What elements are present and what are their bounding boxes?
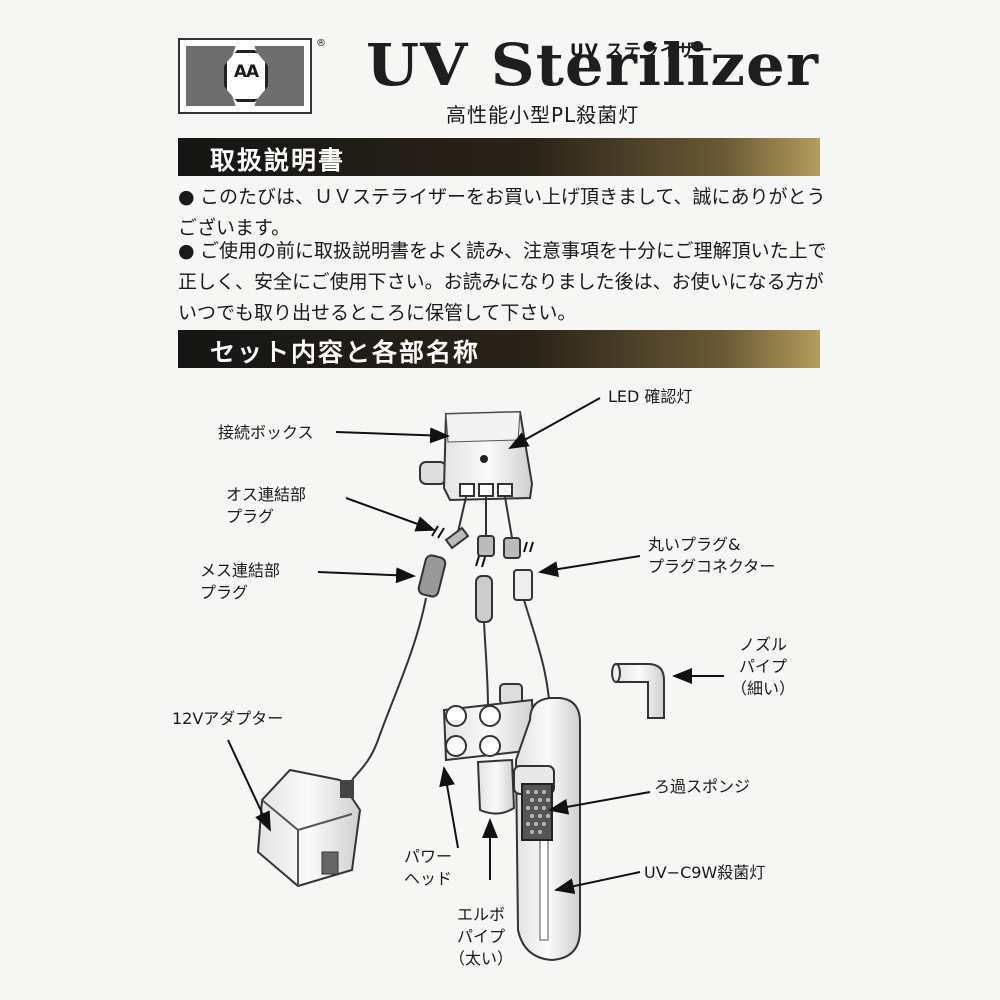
male-plug-shape (444, 526, 470, 550)
logo-octagon (224, 50, 268, 102)
section-header-contents: セット内容と各部名称 (178, 330, 820, 368)
adapter-drawing (256, 768, 362, 888)
label-line: メス連結部 (200, 561, 281, 580)
registered-mark: ® (316, 38, 326, 49)
label-round-plug: 丸いプラグ& プラグコネクター (648, 534, 775, 578)
bullet-icon: ● (178, 186, 195, 208)
brand-logo: AA (178, 38, 312, 114)
label-connection-box: 接続ボックス (218, 423, 314, 442)
label-elbow-pipe: エルボ パイプ （太い） (446, 904, 516, 970)
label-sponge: ろ過スポンジ (654, 777, 751, 796)
label-line: エルボ (456, 905, 505, 924)
label-line: パイプ (738, 657, 787, 676)
label-led: LED 確認灯 (608, 387, 693, 406)
uv-lamp-drawing (513, 697, 581, 962)
label-line: パワー (404, 847, 453, 866)
nozzle-pipe-drawing (611, 663, 665, 719)
label-nozzle-pipe: ノズル パイプ （細い） (728, 634, 798, 700)
connection-box-drawing (419, 410, 534, 502)
label-power-head: パワー ヘッド (404, 846, 452, 890)
product-subtitle: 高性能小型PL殺菌灯 (446, 103, 640, 127)
label-line: 丸いプラグ& (648, 535, 741, 554)
paragraph-text: ご使用の前に取扱説明書をよく読み、注意事項を十分にご理解頂いた上で正しく、安全に… (178, 240, 827, 324)
section-title: 取扱説明書 (210, 146, 346, 175)
label-female-plug: メス連結部 プラグ (200, 560, 280, 604)
power-head-drawing (442, 683, 536, 815)
label-adapter: 12Vアダプター (172, 709, 284, 728)
label-male-plug: オス連結部 プラグ (226, 484, 306, 528)
label-uv-lamp: UV−C9W殺菌灯 (644, 863, 766, 882)
caution-paragraph: ● ご使用の前に取扱説明書をよく読み、注意事項を十分にご理解頂いた上で正しく、安… (178, 236, 828, 329)
label-line: ヘッド (404, 869, 453, 888)
paragraph-text: このたびは、ＵＶステライザーをお買い上げ頂きまして、誠にありがとうございます。 (178, 186, 826, 239)
label-line: オス連結部 (226, 485, 307, 504)
logo-text: AA (233, 62, 259, 82)
bullet-icon: ● (178, 240, 195, 262)
label-line: プラグ (200, 583, 249, 602)
product-title-kana: UV ステライザー (570, 41, 714, 61)
label-line: （太い） (448, 949, 513, 968)
led-indicator (480, 455, 488, 463)
label-line: ノズル (738, 635, 787, 654)
intro-paragraph: ● このたびは、ＵＶステライザーをお買い上げ頂きまして、誠にありがとうございます… (178, 182, 828, 244)
product-title: UV Sterilizer (366, 31, 819, 99)
label-line: プラグ (226, 507, 275, 526)
label-line: （細い） (730, 679, 795, 698)
label-line: パイプ (456, 927, 505, 946)
section-title: セット内容と各部名称 (210, 338, 481, 367)
section-header-manual: 取扱説明書 (178, 138, 820, 176)
label-line: プラグコネクター (648, 557, 776, 576)
